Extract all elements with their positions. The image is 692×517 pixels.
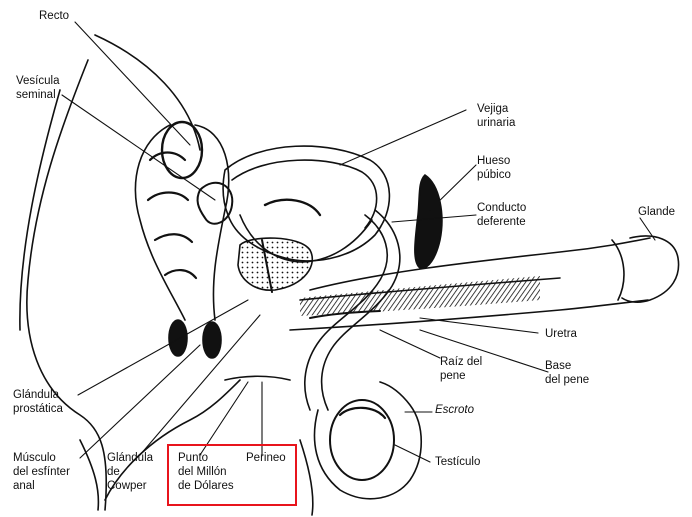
label-uretra: Uretra	[545, 328, 577, 340]
urinary-bladder	[222, 145, 391, 262]
scrotum	[313, 381, 423, 500]
perineum	[224, 375, 291, 381]
label-conducto-line1: Conducto	[477, 202, 527, 214]
label-base-line1: Base	[545, 360, 572, 372]
label-musculo-line1: Músculo	[13, 452, 56, 464]
sphincter-muscle	[168, 319, 222, 359]
label-escroto: Escroto	[435, 404, 474, 416]
label-glandula-prostatica-line2: prostática	[13, 403, 63, 415]
label-testiculo: Testículo	[435, 456, 481, 468]
label-recto: Recto	[39, 10, 70, 22]
leader-lines	[61, 21, 656, 463]
label-vejiga-line1: Vejiga	[477, 103, 509, 115]
highlight-box	[167, 444, 297, 506]
label-vesicula-seminal-line2: seminal	[16, 89, 56, 101]
label-glandula-prostatica-line1: Glándula	[13, 389, 60, 401]
label-cowper-line3: Cowper	[107, 480, 147, 492]
label-raiz-line2: pene	[440, 370, 466, 382]
label-musculo-line3: anal	[13, 480, 35, 492]
label-base-line2: del pene	[545, 374, 590, 386]
label-vejiga-line2: urinaria	[477, 117, 516, 129]
penis-shaft	[289, 237, 651, 331]
label-musculo-line2: del esfínter	[13, 466, 70, 478]
label-conducto-line2: deferente	[477, 216, 526, 228]
glans	[611, 235, 680, 303]
label-punto-line2: del Millón	[178, 466, 227, 478]
label-cowper-line2: de	[107, 466, 120, 478]
rectum	[94, 34, 230, 321]
label-raiz-line1: Raíz del	[440, 356, 483, 368]
label-cowper-line1: Glándula	[107, 452, 154, 464]
prostate-gland	[237, 237, 314, 293]
label-glande: Glande	[638, 206, 676, 218]
label-punto-line1: Punto	[178, 452, 209, 464]
label-vesicula-seminal-line1: Vesícula	[16, 75, 60, 87]
pubic-bone	[414, 174, 443, 269]
body-outline	[19, 59, 314, 516]
label-punto-line3: de Dólares	[178, 480, 234, 492]
label-hueso-line1: Hueso	[477, 155, 511, 167]
label-perineo: Perineo	[246, 452, 286, 464]
label-hueso-line2: púbico	[477, 169, 511, 181]
